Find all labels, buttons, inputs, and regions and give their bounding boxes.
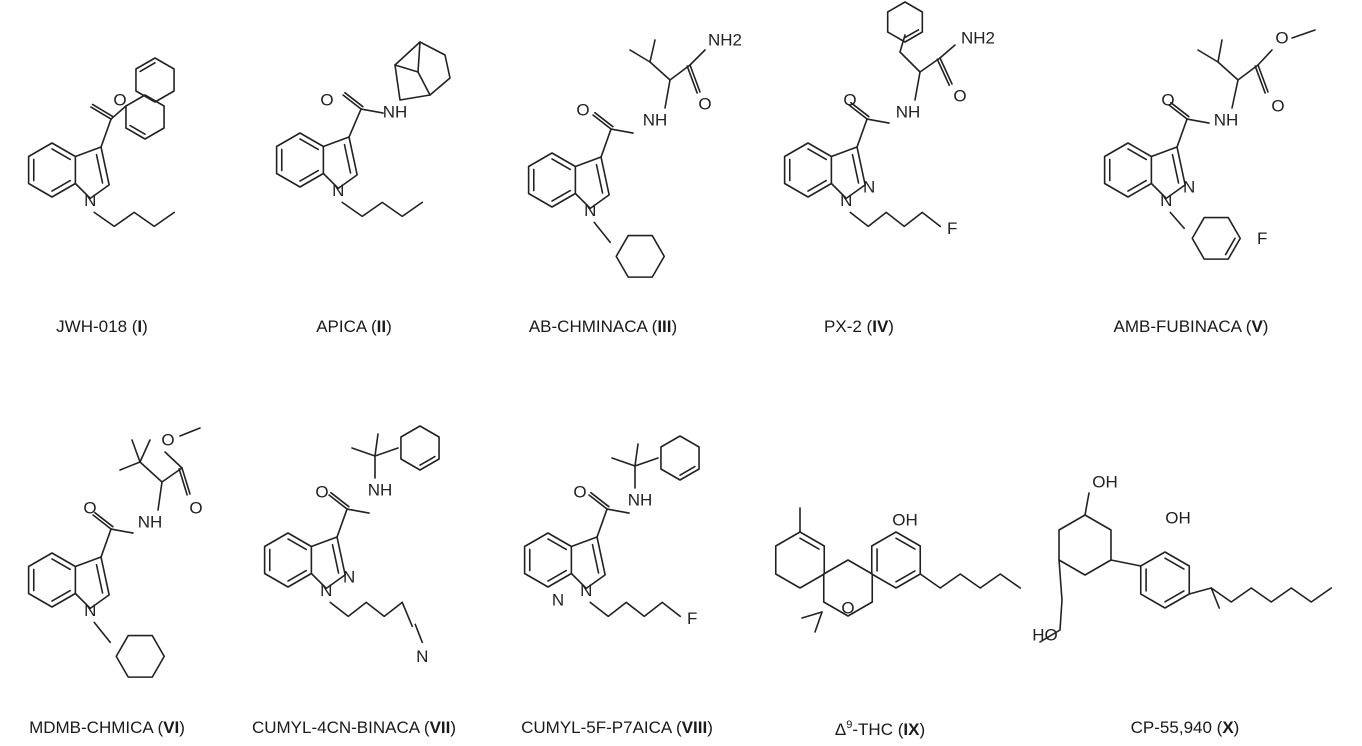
atom-nh: NH [1214, 111, 1239, 130]
atom-ho: HO [1032, 626, 1058, 645]
structure-cumyl-5f-p7aica: O NH NN F [523, 435, 700, 628]
atom-nh: NH [643, 111, 668, 130]
atom-o: O [698, 95, 711, 114]
atom-o: O [573, 483, 586, 502]
atom-o: O [83, 499, 96, 518]
atom-n-2: N [863, 177, 875, 196]
caption-jwh-018: JWH-018 (I) [56, 317, 148, 336]
structure-apica: O NH N [275, 41, 451, 218]
structure-jwh-018: ON [27, 57, 176, 228]
atom-nh: NH [368, 481, 393, 500]
caption-apica: APICA (II) [316, 317, 392, 336]
atom-o: O [953, 87, 966, 106]
atom-o: O [161, 431, 174, 450]
atom-f: F [687, 609, 697, 628]
atom-o: O [1275, 29, 1288, 48]
atom-n-2: N [343, 567, 355, 586]
atom-o: O [320, 91, 333, 110]
atom-nh2: NH2 [961, 29, 995, 48]
structure-delta9-thc: O OH [774, 507, 1022, 633]
caption-mdmb-chmica: MDMB-CHMICA (VI) [29, 718, 185, 737]
atom-o: O [1161, 91, 1174, 110]
caption-cumyl-4cn-binaca: CUMYL-4CN-BINACA (VII) [251, 718, 457, 737]
atom-o: O [315, 483, 328, 502]
caption-amb-fubinaca: AMB-FUBINACA (V) [1113, 317, 1269, 336]
atom-n-1: N [320, 581, 332, 600]
atom-oh: OH [892, 511, 918, 530]
atom-n-2: N [1183, 177, 1195, 196]
atom-f: F [947, 219, 957, 238]
atom-oh-top: OH [1092, 473, 1118, 492]
atom-n-1: N [840, 191, 852, 210]
atom-o: O [843, 91, 856, 110]
structure-cp-55940: OH OH HO [1032, 473, 1333, 645]
structure-amb-fubinaca: O NH O O NN F [1103, 29, 1316, 260]
caption-ab-chminaca: AB-CHMINACA (III) [528, 317, 678, 336]
atom-nh2: NH2 [708, 31, 742, 50]
atom-n: N [332, 181, 344, 200]
atom-n-1: N [580, 581, 592, 600]
structure-mdmb-chmica: O NH O O N [27, 427, 203, 678]
atom-n: N [84, 601, 96, 620]
atom-n-nitrile: N [416, 647, 428, 666]
atom-n: N [584, 201, 596, 220]
caption-px-2: PX-2 (IV) [824, 317, 894, 336]
atom-o: O [189, 499, 202, 518]
atom-nh: NH [896, 103, 921, 122]
atom-f: F [1257, 229, 1267, 248]
caption-delta9-thc: Δ9-THC (IX) [834, 719, 926, 740]
atom-nh: NH [138, 513, 163, 532]
atom-n-1: N [1160, 191, 1172, 210]
caption-cumyl-5f-p7aica: CUMYL-5F-P7AICA (VIII) [521, 718, 713, 737]
atom-nh: NH [628, 491, 653, 510]
atom-o: O [576, 101, 589, 120]
atom-o: O [113, 91, 126, 110]
atom-oh-ring: OH [1165, 509, 1191, 528]
caption-cp-55940: CP-55,940 (X) [1130, 718, 1240, 737]
atom-n-pyridine: N [552, 591, 564, 610]
atom-o: O [1271, 97, 1284, 116]
atom-nh: NH [383, 103, 408, 122]
atom-o: O [841, 599, 854, 618]
atom-n: N [84, 191, 96, 210]
